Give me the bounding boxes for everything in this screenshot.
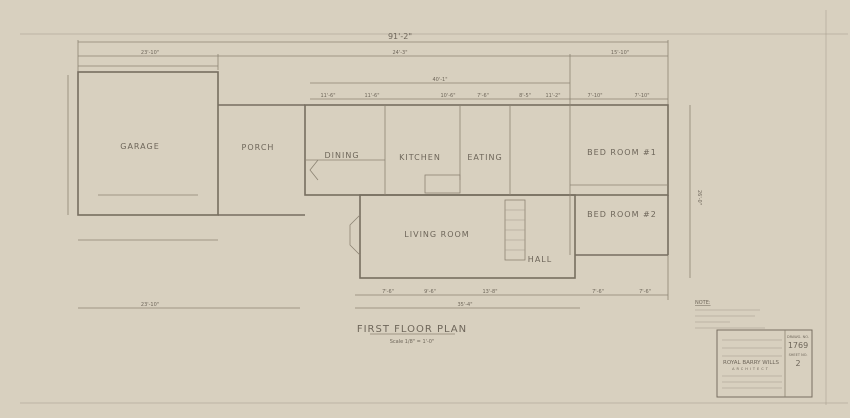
walls — [77, 71, 669, 279]
architect-name: ROYAL BARRY WILLS — [723, 360, 779, 366]
dim-bottom: 9'-6" — [424, 289, 436, 295]
room-bedroom-2: BED ROOM #2 — [587, 210, 657, 219]
room-bedroom-1: BED ROOM #1 — [587, 148, 657, 157]
dim-bottom: 7'-6" — [382, 289, 394, 295]
dim-right-width: 15'-10" — [611, 50, 629, 56]
dim-seg: 8'-5" — [519, 93, 531, 99]
room-hall: HALL — [528, 255, 552, 264]
dim-garage-width: 23'-10" — [141, 50, 159, 56]
room-porch: PORCH — [242, 143, 275, 152]
sheet-border — [20, 10, 848, 405]
dim-bottom: 7'-6" — [639, 289, 651, 295]
room-eating: EATING — [467, 153, 502, 162]
dim-seg: 11'-6" — [320, 93, 335, 99]
dim-seg: 7'-10" — [634, 93, 649, 99]
dim-house-width: 40'-1" — [432, 77, 447, 83]
drawing-no-label: DRAWG. NO. — [787, 335, 809, 339]
room-living: LIVING ROOM — [404, 230, 469, 239]
dim-side-height: 26'-0" — [696, 190, 702, 205]
dim-seg: 11'-6" — [364, 93, 379, 99]
dimension-labels: 91'-2" 23'-10" 24'-3" 15'-10" 40'-1" 11'… — [141, 32, 702, 308]
notes-title: NOTE: — [695, 300, 711, 306]
dim-middle-width: 24'-3" — [392, 50, 407, 56]
dim-bottom: 13'-8" — [482, 289, 497, 295]
dim-bottom: 7'-6" — [592, 289, 604, 295]
architect-subtitle: ARCHITECT — [732, 367, 770, 371]
room-dining: DINING — [324, 151, 359, 160]
dimension-lines — [67, 40, 691, 309]
plan-scale: Scale 1/8" = 1'-0" — [390, 339, 435, 345]
dim-seg: 10'-6" — [440, 93, 455, 99]
dim-bottom-overall: 23'-10" — [141, 302, 159, 308]
dim-seg: 7'-6" — [477, 93, 489, 99]
room-kitchen: KITCHEN — [399, 153, 441, 162]
sheet-no: 2 — [795, 359, 800, 368]
plan-title: FIRST FLOOR PLAN — [357, 324, 467, 335]
sheet-no-label: SHEET NO. — [789, 353, 808, 357]
dim-seg: 7'-10" — [587, 93, 602, 99]
title-block: ROYAL BARRY WILLS ARCHITECT DRAWG. NO. 1… — [716, 329, 813, 398]
dim-living-width: 35'-4" — [457, 302, 472, 308]
room-garage: GARAGE — [120, 142, 160, 151]
room-labels: GARAGE PORCH DINING KITCHEN EATING BED R… — [120, 142, 657, 264]
drawing-no: 1769 — [788, 341, 808, 350]
dim-seg: 11'-2" — [545, 93, 560, 99]
dim-overall: 91'-2" — [388, 32, 412, 41]
